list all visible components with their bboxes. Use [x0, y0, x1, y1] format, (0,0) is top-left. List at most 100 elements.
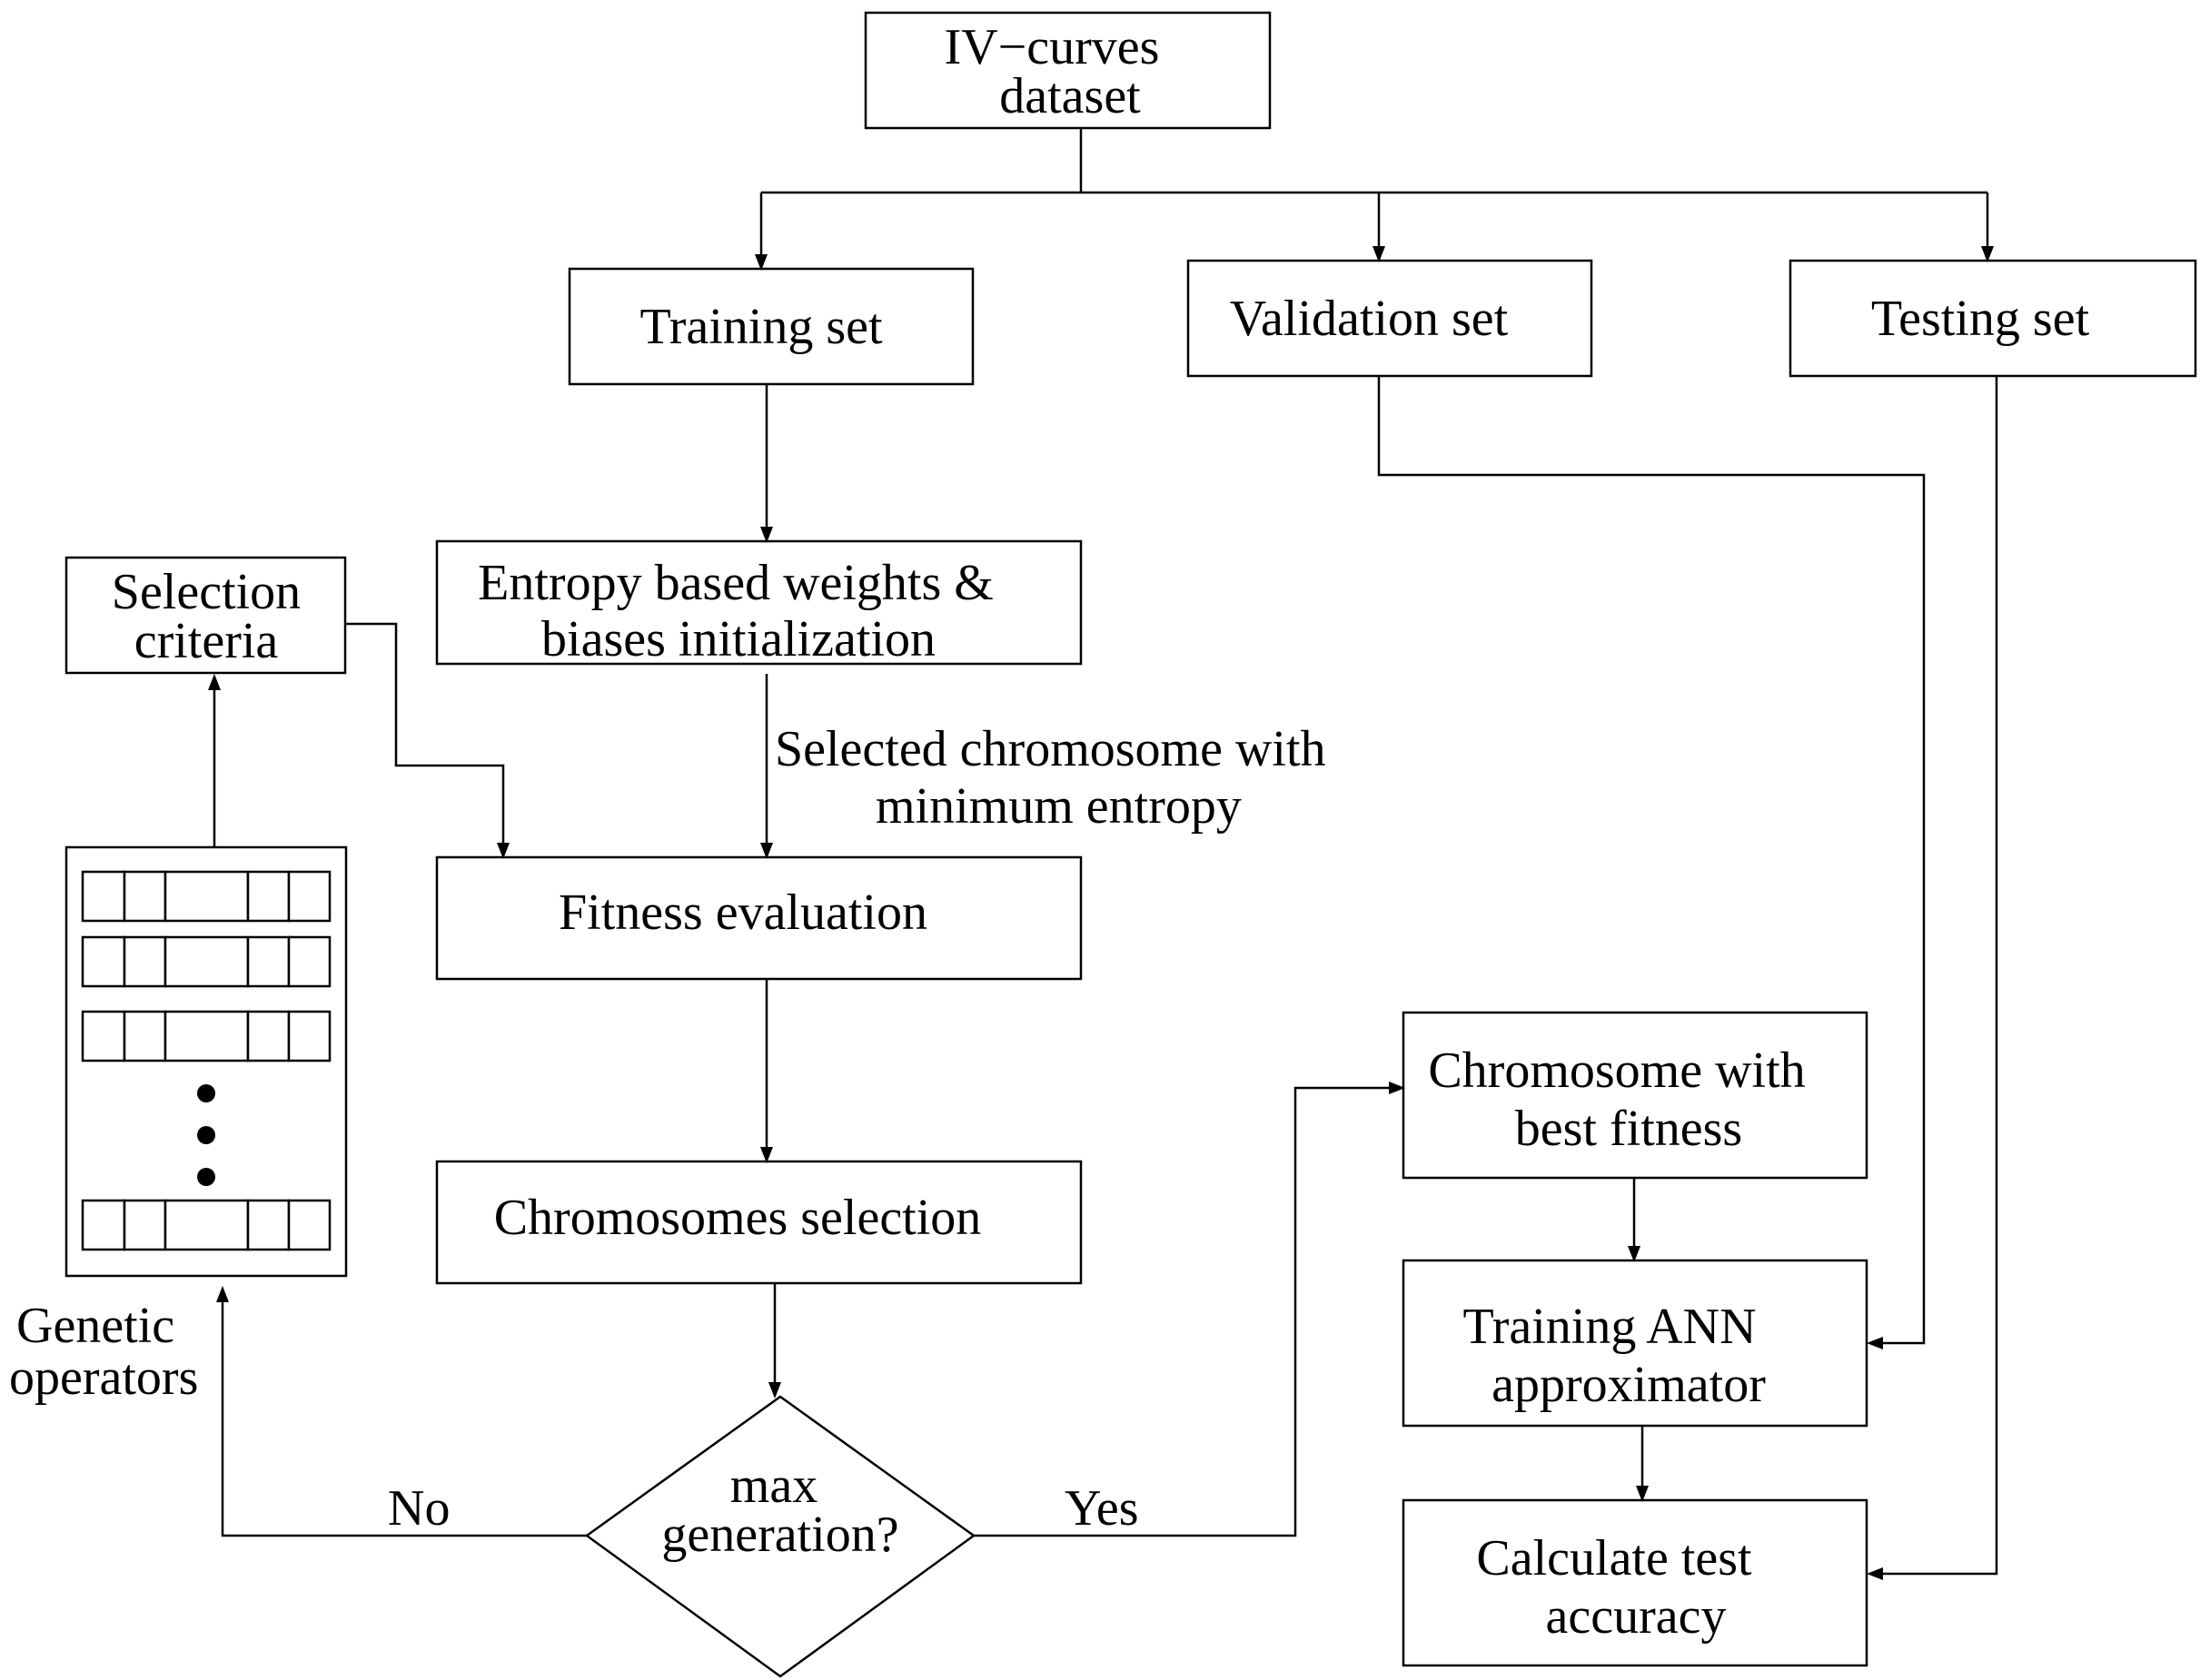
- population-ellipsis-dot: [197, 1084, 215, 1102]
- node-dataset: IV−curves dataset: [864, 11, 1272, 130]
- node-training-set: Training set: [568, 267, 975, 386]
- node-validation-set: Validation set: [1186, 259, 1593, 378]
- svg-text:Training set: Training set: [639, 299, 883, 355]
- gene-cell: [246, 935, 291, 988]
- edge-label-genetic-operators-line-2: operators: [9, 1349, 198, 1406]
- svg-text:Fitness evaluation: Fitness evaluation: [559, 884, 927, 941]
- edge-label-genetic-operators: Genetic operators: [9, 1298, 198, 1406]
- svg-text:Chromosome with best fit: Chromosome with best fitness: [1428, 1043, 1818, 1157]
- edge-label-selected-chromosome-line-1: Selected chromosome with: [775, 721, 1326, 777]
- svg-text:Training ANN approximato: Training ANN approximator: [1462, 1299, 1769, 1413]
- gene-cell: [164, 1010, 250, 1062]
- node-test-accuracy-line-1: Calculate test: [1476, 1530, 1752, 1586]
- population-box: [64, 845, 348, 1278]
- node-best-fitness-line-2: best fitness: [1515, 1101, 1742, 1157]
- node-entropy-init: Entropy based weights & biases initializ…: [435, 539, 1083, 667]
- arrowhead: [1373, 246, 1385, 262]
- node-training-ann-line-2: approximator: [1491, 1357, 1766, 1413]
- gene-cell: [287, 1199, 332, 1251]
- svg-text:Calculate test accuracy: Calculate test accuracy: [1476, 1530, 1764, 1645]
- node-entropy-init-line-1: Entropy based weights &: [478, 555, 994, 611]
- gene-cell: [164, 870, 250, 923]
- population-ellipsis-dot: [197, 1126, 215, 1144]
- node-decision-line-1: max: [730, 1458, 818, 1514]
- node-selection-criteria: Selection criteria: [64, 556, 347, 675]
- arrowhead: [1867, 1567, 1883, 1580]
- arrowhead: [1628, 1246, 1640, 1262]
- svg-text:IV−curves dataset: IV−curves dataset: [945, 19, 1173, 124]
- gene-cell: [246, 870, 291, 923]
- node-training-set-label: Training set: [639, 299, 883, 355]
- chromosome-string: [81, 935, 332, 988]
- arrowhead: [216, 1286, 229, 1302]
- gene-cell: [81, 1010, 126, 1062]
- svg-text:Entropy based weights &: Entropy based weights & biases initializ…: [478, 555, 1006, 667]
- arrowhead: [755, 254, 768, 271]
- node-test-accuracy-line-2: accuracy: [1546, 1588, 1727, 1645]
- node-validation-set-label: Validation set: [1230, 291, 1509, 347]
- gene-cell: [81, 935, 126, 988]
- gene-cell: [164, 935, 250, 988]
- arrowhead: [760, 527, 773, 543]
- node-entropy-init-line-2: biases initialization: [541, 611, 936, 667]
- edge-label-genetic-operators-line-1: Genetic: [16, 1298, 174, 1354]
- gene-cell: [81, 870, 126, 923]
- arrowhead: [768, 1382, 781, 1398]
- edges: [208, 128, 1998, 1580]
- node-selection-criteria-line-2: criteria: [134, 613, 279, 669]
- edge-label-yes: Yes: [1065, 1480, 1138, 1537]
- gene-cell: [287, 870, 332, 923]
- edge-decision-no: [221, 1300, 587, 1537]
- node-dataset-line-2: dataset: [999, 68, 1141, 124]
- gene-cell: [123, 1010, 167, 1062]
- node-fitness-evaluation-label: Fitness evaluation: [559, 884, 927, 941]
- edge-testing-to-accuracy: [1881, 376, 1998, 1576]
- svg-text:Selection criteria: Selection criteria: [112, 564, 313, 669]
- gene-cell: [164, 1199, 250, 1251]
- node-dataset-line-1: IV−curves: [945, 19, 1160, 75]
- node-training-ann-line-1: Training ANN: [1462, 1299, 1756, 1355]
- gene-cell: [123, 870, 167, 923]
- population-rows: [81, 870, 332, 1251]
- chromosome-string: [81, 1010, 332, 1062]
- node-chromosomes-selection-label: Chromosomes selection: [494, 1190, 982, 1246]
- arrowhead: [760, 1147, 773, 1163]
- gene-cell: [287, 935, 332, 988]
- arrowhead: [497, 843, 510, 859]
- edge-criteria-to-fitness: [345, 622, 505, 845]
- node-training-ann: Training ANN approximator: [1402, 1259, 1868, 1428]
- svg-text:Testing set: Testing set: [1871, 291, 2090, 347]
- arrowhead: [208, 674, 221, 690]
- gene-cell: [246, 1010, 291, 1062]
- node-best-fitness: Chromosome with best fitness: [1402, 1011, 1868, 1180]
- arrowhead: [1867, 1337, 1883, 1349]
- edge-label-selected-chromosome-line-2: minimum entropy: [876, 778, 1242, 835]
- svg-text:Chromosomes selection: Chromosomes selection: [494, 1190, 982, 1246]
- node-testing-set: Testing set: [1789, 259, 2197, 378]
- gene-cell: [123, 1199, 167, 1251]
- population-ellipsis-dot: [197, 1168, 215, 1186]
- arrowhead: [1636, 1486, 1649, 1502]
- edge-decision-yes: [974, 1086, 1391, 1537]
- edge-validation-to-training-ann: [1377, 376, 1926, 1345]
- gene-cell: [81, 1199, 126, 1251]
- node-best-fitness-line-1: Chromosome with: [1428, 1043, 1805, 1099]
- gene-cell: [123, 935, 167, 988]
- node-selection-criteria-line-1: Selection: [112, 564, 301, 620]
- node-decision-line-2: generation?: [661, 1507, 898, 1563]
- edge-label-no: No: [388, 1480, 450, 1537]
- arrowhead: [760, 843, 773, 859]
- node-max-generation-decision: max generation?: [584, 1395, 976, 1678]
- edge-label-selected-chromosome: Selected chromosome with minimum entropy: [775, 721, 1339, 835]
- gene-cell: [287, 1010, 332, 1062]
- node-fitness-evaluation: Fitness evaluation: [435, 855, 1083, 981]
- svg-text:max generation?: max generation?: [661, 1458, 898, 1563]
- arrowhead: [1981, 246, 1994, 262]
- node-test-accuracy: Calculate test accuracy: [1402, 1498, 1868, 1667]
- svg-text:Validation set: Validation set: [1230, 291, 1509, 347]
- arrowhead: [1389, 1082, 1405, 1094]
- chromosome-string: [81, 870, 332, 923]
- chromosome-string: [81, 1199, 332, 1251]
- node-chromosomes-selection: Chromosomes selection: [435, 1160, 1083, 1285]
